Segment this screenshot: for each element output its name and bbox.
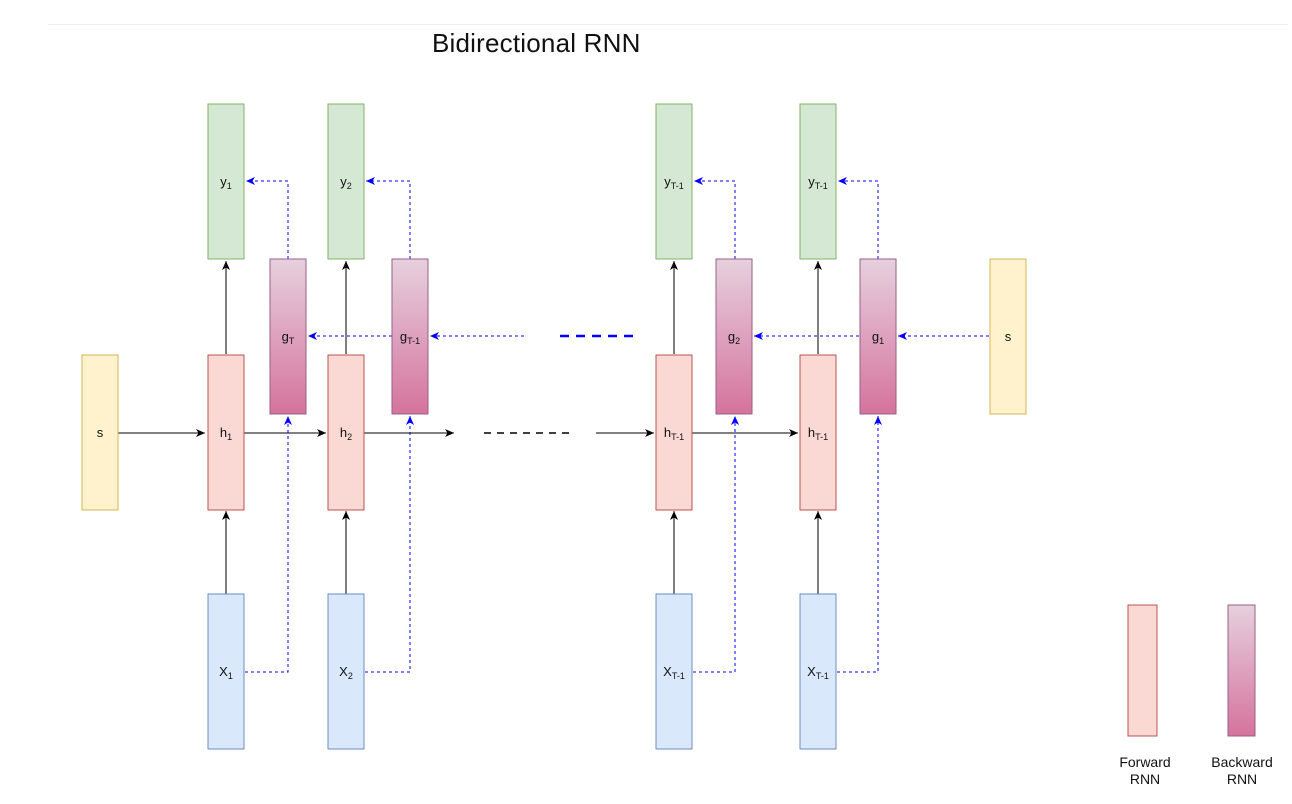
x3-to-g2-arrow: [693, 416, 739, 673]
backward-state-gT: gT: [269, 258, 307, 415]
top-divider: [48, 24, 1288, 25]
forward-state-h1: h1: [207, 354, 245, 511]
svg-text:XT-1: XT-1: [663, 664, 685, 681]
initial-state-left: s: [81, 354, 119, 511]
input-x2: X2: [327, 593, 365, 750]
g2-to-y3-arrow: [694, 177, 736, 259]
x1-to-gT-arrow: [245, 416, 292, 673]
backward-state-g2: g2: [715, 258, 753, 415]
output-y1: y1: [207, 103, 245, 260]
svg-text:h1: h1: [220, 425, 232, 442]
initial-state-right: s: [989, 258, 1027, 415]
output-yT-1-a: yT-1: [655, 103, 693, 260]
svg-text:X1: X1: [219, 664, 233, 681]
legend-backward-label: Backward RNN: [1197, 754, 1287, 788]
input-x1: X1: [207, 593, 245, 750]
svg-text:y1: y1: [220, 174, 232, 191]
svg-text:s: s: [97, 425, 104, 440]
forward-state-h2: h2: [327, 354, 365, 511]
svg-text:yT-1: yT-1: [664, 174, 684, 191]
svg-text:y2: y2: [340, 174, 352, 191]
svg-text:XT-1: XT-1: [807, 664, 829, 681]
svg-text:g2: g2: [728, 329, 740, 346]
legend-forward-label: Forward RNN: [1100, 754, 1190, 788]
g1-to-y4-arrow: [838, 177, 879, 259]
forward-state-hT-1-b: hT-1: [799, 354, 837, 511]
backward-state-g1: g1: [859, 258, 897, 415]
output-y2: y2: [327, 103, 365, 260]
svg-text:h2: h2: [340, 425, 352, 442]
svg-text:g1: g1: [872, 329, 884, 346]
backward-state-gT-1: gT-1: [391, 258, 429, 415]
svg-text:hT-1: hT-1: [808, 425, 828, 442]
diagram-title: Bidirectional RNN: [432, 28, 641, 58]
legend-forward-line2: RNN: [1129, 771, 1161, 787]
svg-text:hT-1: hT-1: [664, 425, 684, 442]
forward-arrows: [118, 261, 822, 594]
forward-state-hT-1-a: hT-1: [655, 354, 693, 511]
legend-forward-line1: Forward: [1119, 754, 1171, 770]
input-xT-1-b: XT-1: [799, 593, 837, 750]
input-xT-1-a: XT-1: [655, 593, 693, 750]
gT-to-y1-arrow: [246, 177, 289, 259]
svg-text:gT-1: gT-1: [400, 329, 420, 346]
svg-text:X2: X2: [339, 664, 353, 681]
svg-text:yT-1: yT-1: [808, 174, 828, 191]
legend-backward-swatch: [1227, 604, 1256, 737]
legend-backward-line1: Backward: [1211, 754, 1273, 770]
x4-to-g1-arrow: [837, 416, 882, 673]
svg-text:s: s: [1005, 329, 1012, 344]
legend-backward-line2: RNN: [1226, 771, 1258, 787]
legend-forward-swatch: [1127, 604, 1158, 737]
x2-to-gT1-arrow: [365, 416, 414, 673]
output-yT-1-b: yT-1: [799, 103, 837, 260]
backward-arrows: [245, 177, 989, 673]
gT1-to-y2-arrow: [366, 177, 411, 259]
svg-text:gT: gT: [282, 329, 295, 346]
